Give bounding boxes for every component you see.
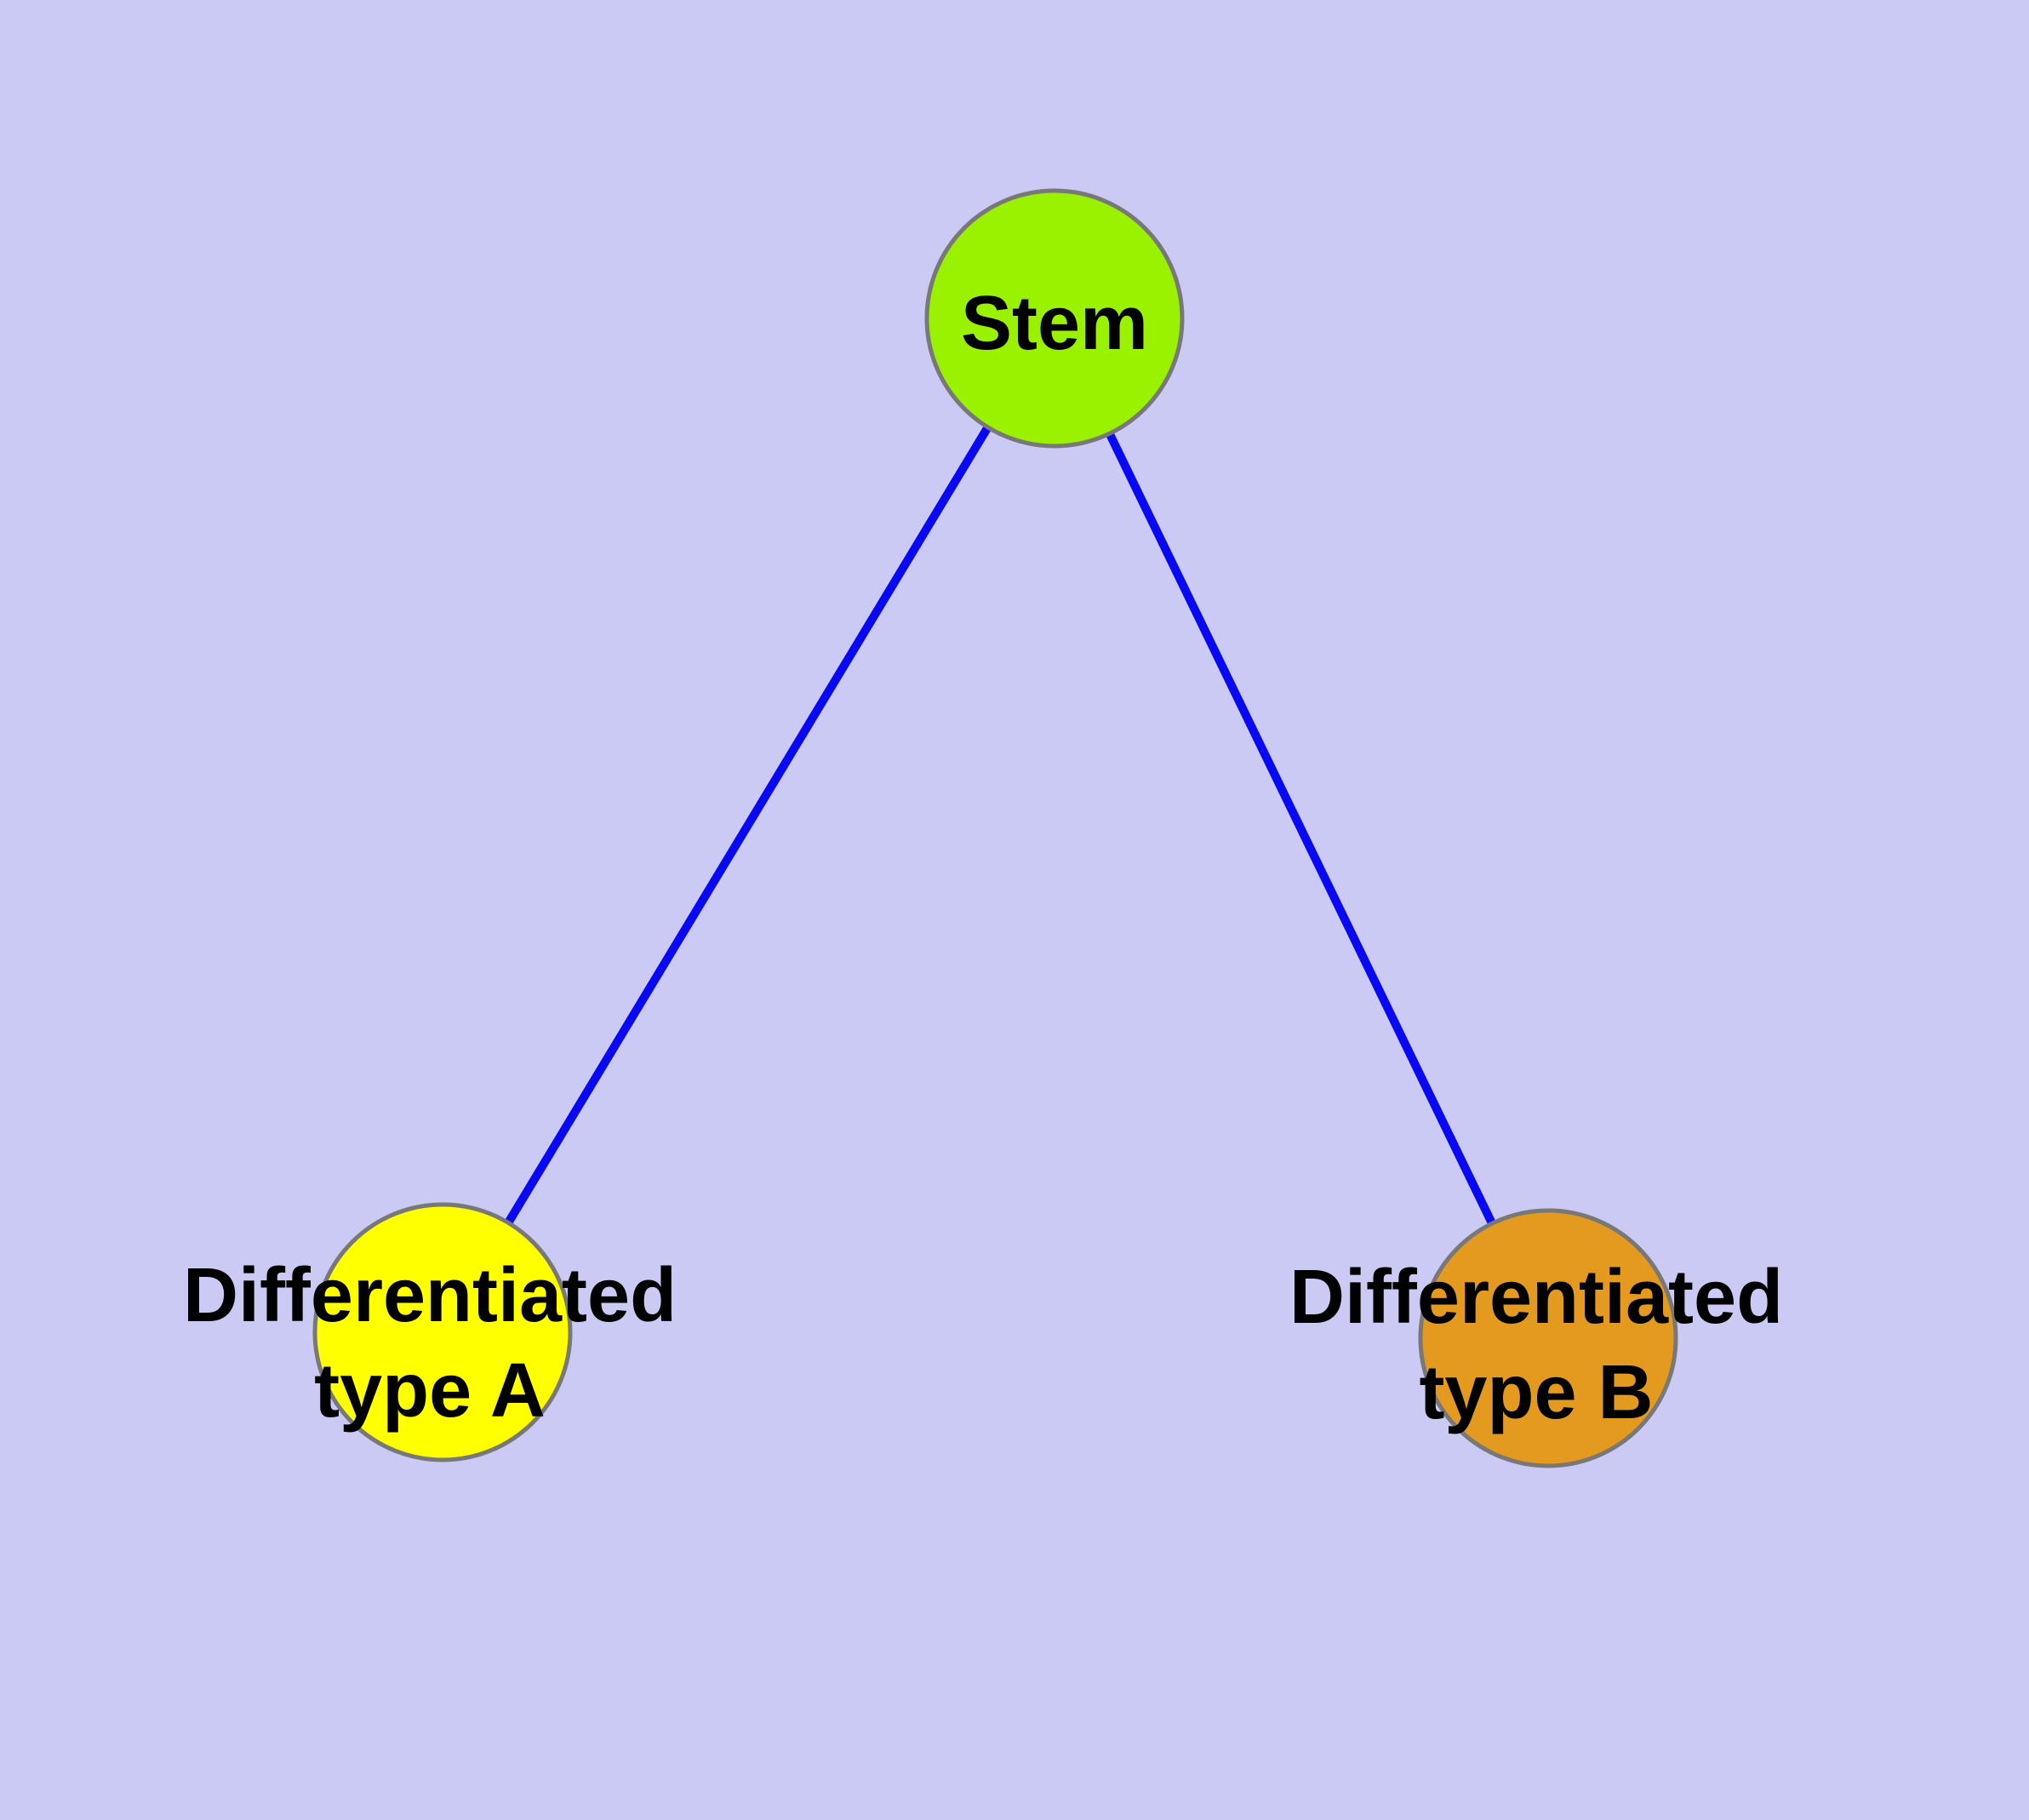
node-stem-circle	[924, 188, 1185, 449]
label-line: Stem	[960, 281, 1149, 366]
node-differentiated-type-b-label: Differentiated type B	[1289, 1250, 1783, 1440]
label-line: type B	[1419, 1350, 1654, 1435]
node-stem-label: Stem	[961, 276, 1148, 371]
node-differentiated-type-a-circle	[312, 1202, 573, 1462]
edge-stem-to-type-b	[1105, 430, 1496, 1226]
label-line: type A	[314, 1348, 546, 1434]
edge-stem-to-type-a	[505, 426, 992, 1224]
node-differentiated-type-b-circle	[1418, 1208, 1678, 1468]
node-differentiated-type-a-label: Differentiated type A	[183, 1248, 677, 1439]
label-line: Differentiated	[1289, 1255, 1784, 1340]
label-line: Differentiated	[182, 1253, 677, 1338]
